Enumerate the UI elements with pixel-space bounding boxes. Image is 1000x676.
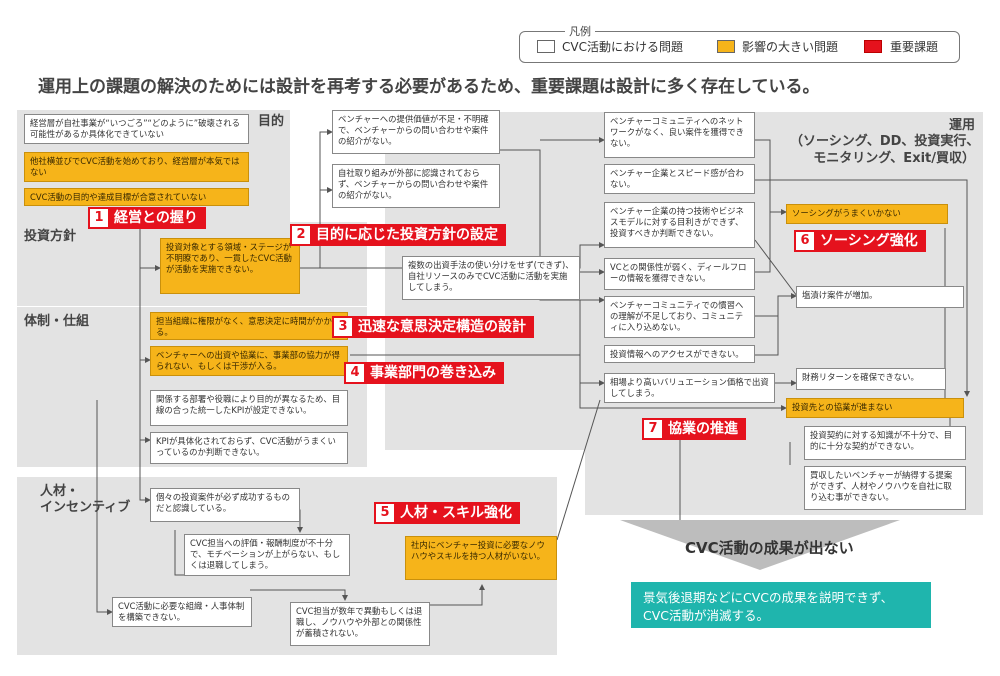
issue-box: VCとの関係性が弱く、ディールフローの情報を獲得できない。 xyxy=(604,258,755,290)
issue-box: CVC担当が数年で異動もしくは退職し、ノウハウや外部との関係性が蓄積されない。 xyxy=(290,602,430,646)
tag-number: 4 xyxy=(346,364,364,382)
tag-number: 3 xyxy=(334,318,352,336)
tag-label: 迅速な意思決定構造の設計 xyxy=(358,319,526,335)
tag-number: 7 xyxy=(644,420,662,438)
conclusion-text: 景気後退期などにCVCの成果を説明できず、CVC活動が消滅する。 xyxy=(643,590,894,623)
section-structure: 体制・仕組 xyxy=(24,314,90,329)
legend-title: 凡例 xyxy=(565,23,595,39)
issue-box: 投資契約に対する知識が不十分で、目的に十分な契約ができない。 xyxy=(804,426,966,460)
issue-box: 塩漬け案件が増加。 xyxy=(796,286,964,308)
tag-number: 2 xyxy=(292,226,310,244)
issue-box: CVC担当への評価・報酬制度が不十分で、モチベーションが上がらない、もしくは退職… xyxy=(184,534,350,576)
outcome-arrow xyxy=(620,520,900,570)
key-issue-tag-6: 6 ソーシング強化 xyxy=(794,230,926,252)
tag-label: ソーシング強化 xyxy=(820,233,918,249)
issue-box: ベンチャーコミュニティでの慣習への理解が不足しており、コミュニティに入り込めない… xyxy=(604,296,755,338)
key-issue-tag-7: 7 協業の推進 xyxy=(642,418,746,440)
tag-number: 5 xyxy=(376,504,394,522)
conclusion-box: 景気後退期などにCVCの成果を説明できず、CVC活動が消滅する。 xyxy=(631,582,931,628)
legend-swatch-problem xyxy=(537,40,555,53)
major-issue-box: 担当組織に権限がなく、意思決定に時間がかかる。 xyxy=(150,312,348,340)
issue-box: 財務リターンを確保できない。 xyxy=(796,368,946,390)
issue-box: CVC活動に必要な組織・人事体制を構築できない。 xyxy=(112,597,252,627)
major-issue-box: 他社横並びでCVC活動を始めており、経営層が本気ではない xyxy=(24,152,249,182)
issue-box: 経営層が自社事業が“いつごろ”“どのように”破壊される可能性があるか具体化できて… xyxy=(24,114,249,144)
tag-label: 目的に応じた投資方針の設定 xyxy=(316,227,498,243)
section-policy: 投資方針 xyxy=(24,229,77,244)
section-purpose: 目的 xyxy=(258,114,285,129)
issue-box: 複数の出資手法の使い分けをせず(できず)、自社リソースのみでCVC活動に活動を実… xyxy=(402,256,580,300)
key-issue-tag-2: 2 目的に応じた投資方針の設定 xyxy=(290,224,506,246)
issue-box: 相場より高いバリュエーション価格で出資してしまう。 xyxy=(604,373,775,403)
major-issue-box: ベンチャーへの出資や協業に、事業部の協力が得られない、もしくは干渉が入る。 xyxy=(150,346,348,376)
key-issue-tag-3: 3 迅速な意思決定構造の設計 xyxy=(332,316,534,338)
tag-number: 1 xyxy=(90,209,108,227)
major-issue-box: CVC活動の目的や達成目標が合意されていない xyxy=(24,188,249,206)
section-operation: 運用 （ソーシング、DD、投資実行、 モニタリング、Exit/買収） xyxy=(790,118,980,166)
section-hr: 人材・ インセンティブ xyxy=(40,484,131,516)
outcome-label: CVC活動の成果が出ない xyxy=(685,539,854,557)
tag-label: 経営との握り xyxy=(114,210,198,226)
issue-box: 自社取り組みが外部に認識されておらず、ベンチャーからの問い合わせや案件の紹介がな… xyxy=(332,164,500,208)
headline: 運用上の課題の解決のためには設計を再考する必要があるため、重要課題は設計に多く存… xyxy=(38,77,820,97)
issue-box: ベンチャーコミュニティへのネットワークがなく、良い案件を獲得できない。 xyxy=(604,112,755,158)
major-issue-box: ソーシングがうまくいかない xyxy=(786,204,948,224)
legend-label-major: 影響の大きい問題 xyxy=(742,40,839,54)
key-issue-tag-4: 4 事業部門の巻き込み xyxy=(344,362,504,384)
issue-box: 買収したいベンチャーが納得する提案ができず、人材やノウハウを自社に取り込む事がで… xyxy=(804,466,966,510)
issue-box: 投資情報へのアクセスができない。 xyxy=(604,345,755,363)
tag-label: 事業部門の巻き込み xyxy=(370,365,496,381)
tag-label: 人材・スキル強化 xyxy=(400,505,512,521)
issue-box: 個々の投資案件が必ず成功するものだと認識している。 xyxy=(150,488,300,522)
major-issue-box: 投資先との協業が進まない xyxy=(786,398,964,418)
legend-swatch-key xyxy=(864,40,882,53)
legend-swatch-major xyxy=(717,40,735,53)
key-issue-tag-5: 5 人材・スキル強化 xyxy=(374,502,520,524)
issue-box: KPIが具体化されておらず、CVC活動がうまくいっているのか判断できない。 xyxy=(150,432,348,464)
major-issue-box: 社内にベンチャー投資に必要なノウハウやスキルを持つ人材がいない。 xyxy=(405,536,557,580)
legend-label-problem: CVC活動における問題 xyxy=(562,40,683,54)
key-issue-tag-1: 1 経営との握り xyxy=(88,207,206,229)
legend: 凡例 CVC活動における問題 影響の大きい問題 重要課題 xyxy=(519,23,960,63)
issue-box: ベンチャーへの提供価値が不足・不明確で、ベンチャーからの問い合わせや案件の紹介が… xyxy=(332,110,500,154)
issue-box: 関係する部署や役職により目的が異なるため、目線の合った統一したKPIが設定できな… xyxy=(150,390,348,426)
major-issue-box: 投資対象とする領域・ステージが不明瞭であり、一貫したCVC活動が活動を実施できな… xyxy=(160,238,300,294)
tag-number: 6 xyxy=(796,232,814,250)
issue-box: ベンチャー企業とスピード感が合わない。 xyxy=(604,164,755,194)
tag-label: 協業の推進 xyxy=(668,421,738,437)
issue-box: ベンチャー企業の持つ技術やビジネスモデルに対する目利きができず、投資すべきか判断… xyxy=(604,202,755,248)
legend-label-key: 重要課題 xyxy=(890,40,939,54)
